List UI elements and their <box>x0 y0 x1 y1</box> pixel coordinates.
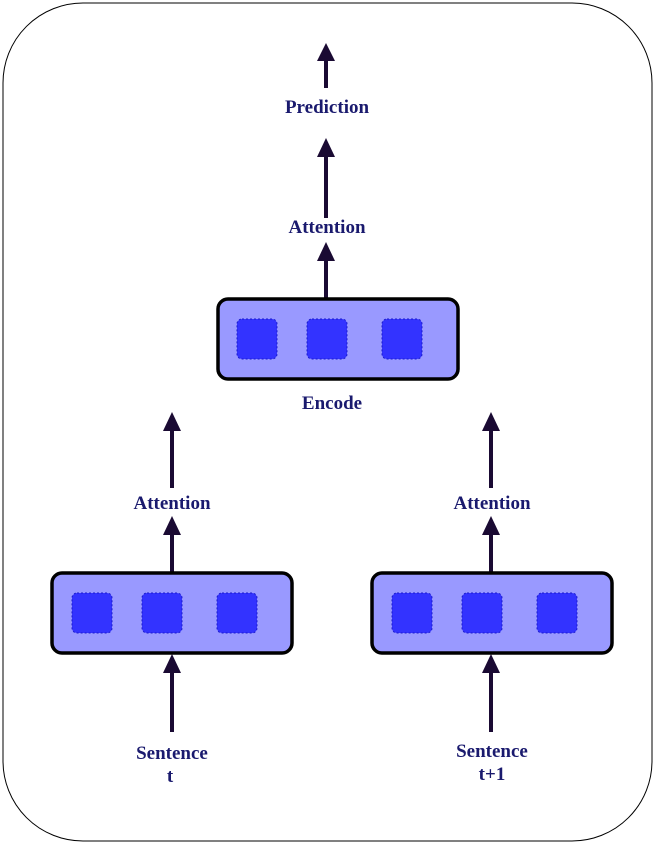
attention-right-label: Attention <box>453 493 531 514</box>
sentence-t-label-line1: Sentence <box>136 743 208 764</box>
attention-top-label: Attention <box>288 217 366 238</box>
arrow-attention-to-prediction <box>317 138 335 218</box>
encode-cell <box>381 318 423 360</box>
attention-left-label: Attention <box>133 493 211 514</box>
arrow-left-attention-up <box>163 412 181 488</box>
sentence-t1-block <box>370 571 614 655</box>
arrow-sentence-t1-to-box <box>482 654 500 732</box>
sentence-t1-label: Sentence t+1 <box>412 740 572 786</box>
sentence-t-cell <box>71 592 113 634</box>
sentence-t1-label-line1: Sentence <box>456 741 528 762</box>
sentence-t1-label-line2: t+1 <box>478 764 506 785</box>
sentence-t-block <box>50 571 294 655</box>
encode-cell <box>236 318 278 360</box>
sentence-t1-cell <box>536 592 578 634</box>
sentence-t-cell <box>141 592 183 634</box>
sentence-t1-cell <box>461 592 503 634</box>
arrow-right-box-to-attention <box>482 516 500 572</box>
sentence-t-label-line2: t <box>166 766 174 787</box>
sentence-t-cell <box>216 592 258 634</box>
sentence-t-label: Sentence t <box>92 742 252 788</box>
arrow-encode-to-attention <box>317 242 335 298</box>
arrow-right-attention-up <box>482 412 500 488</box>
encode-label: Encode <box>301 393 363 414</box>
arrow-left-box-to-attention <box>163 516 181 572</box>
encode-block <box>216 297 460 381</box>
encode-cell <box>306 318 348 360</box>
sentence-t1-cell <box>391 592 433 634</box>
prediction-label: Prediction <box>284 97 370 118</box>
arrow-prediction-up <box>317 43 335 88</box>
arrow-sentence-t-to-box <box>163 654 181 732</box>
